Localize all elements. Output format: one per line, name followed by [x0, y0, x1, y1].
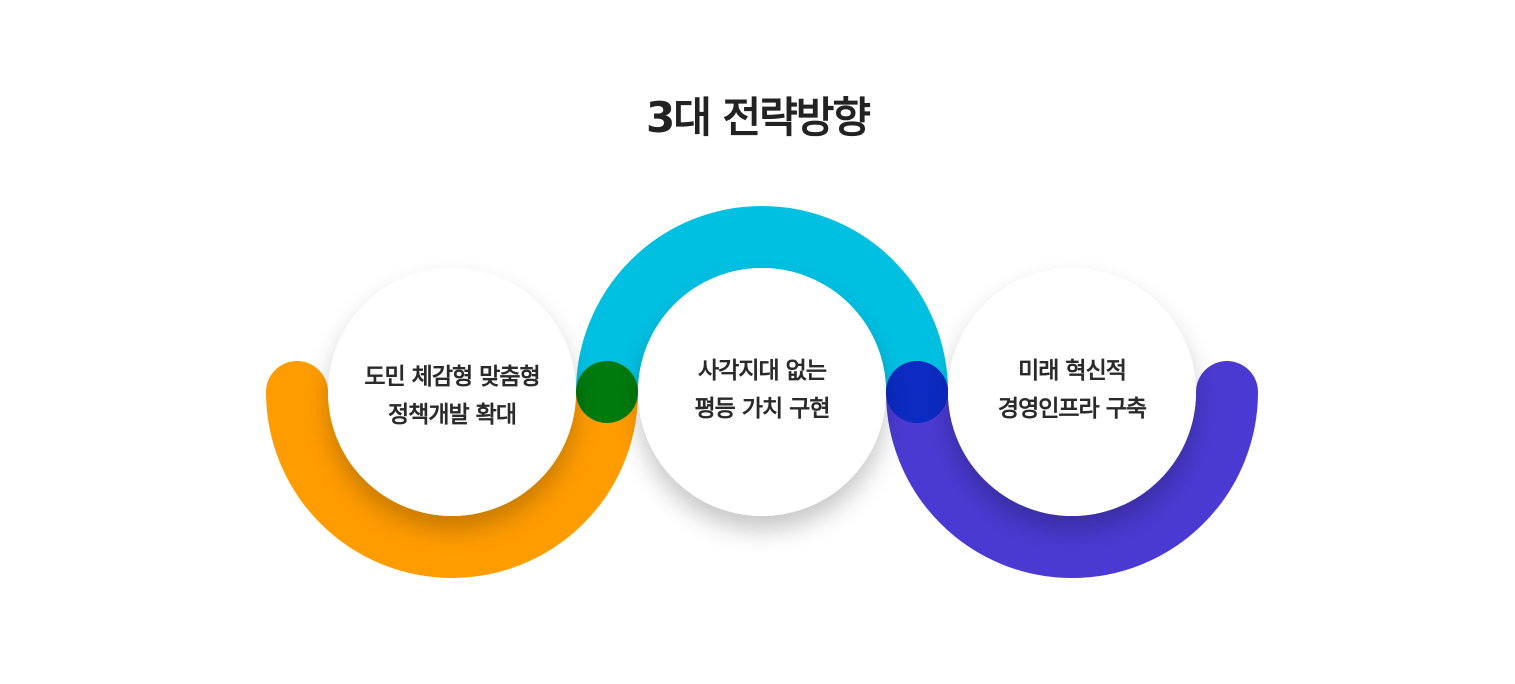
strategy-text-1: 도민 체감형 맞춤형 정책개발 확대	[332, 358, 572, 434]
joint-right	[886, 361, 948, 423]
strategy-2-line1: 사각지대 없는	[698, 358, 827, 384]
strategy-1-line2: 정책개발 확대	[388, 402, 517, 428]
strategy-1-line1: 도민 체감형 맞춤형	[364, 364, 540, 390]
strategy-circle-3	[948, 268, 1196, 516]
arc-purple	[886, 361, 1258, 578]
strategy-text-3: 미래 혁신적 경영인프라 구축	[952, 352, 1192, 428]
joint-left	[576, 361, 638, 423]
strategy-3-line2: 경영인프라 구축	[997, 396, 1147, 422]
arc-orange	[266, 361, 638, 578]
strategy-text-2: 사각지대 없는 평등 가치 구현	[642, 352, 882, 428]
strategy-3-line1: 미래 혁신적	[1018, 358, 1127, 384]
page-title: 3대 전략방향	[645, 93, 871, 142]
strategy-2-line2: 평등 가치 구현	[694, 396, 831, 422]
arc-cyan	[576, 206, 948, 393]
strategy-circle-2	[638, 268, 886, 516]
strategy-circle-1	[328, 268, 576, 516]
